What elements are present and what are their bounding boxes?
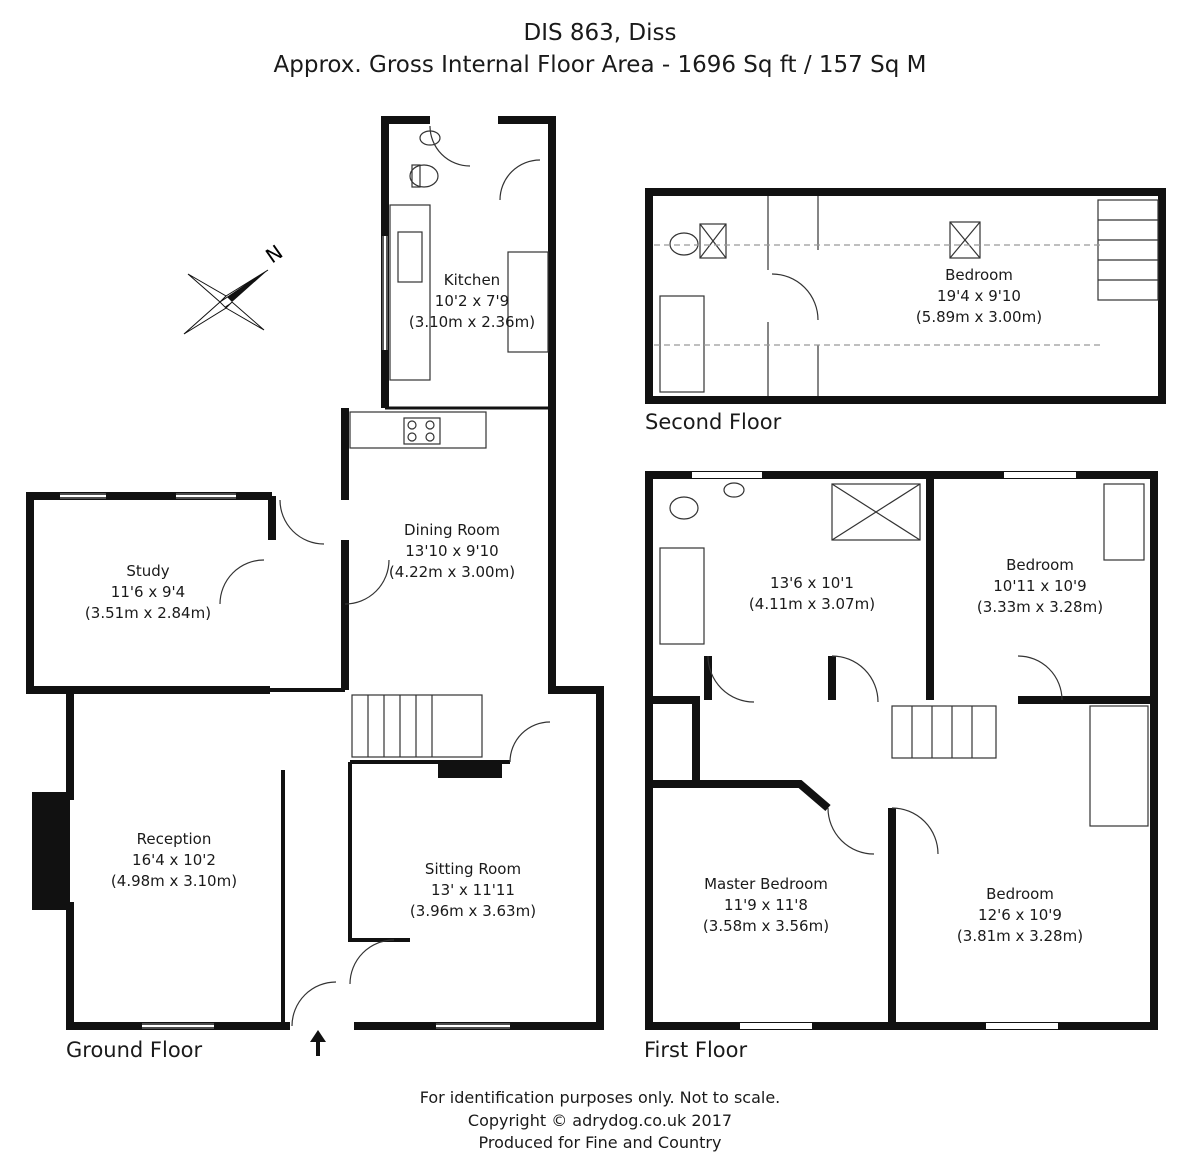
room-reception: Reception 16'4 x 10'2 (4.98m x 3.10m): [111, 829, 237, 892]
room-dining: Dining Room 13'10 x 9'10 (4.22m x 3.00m): [389, 520, 515, 583]
room-name: Bedroom: [986, 885, 1054, 903]
room-metric: (3.58m x 3.56m): [702, 917, 830, 935]
first-floor-walls: [645, 471, 1158, 1030]
footer-produced-for: Produced for Fine and Country: [478, 1133, 722, 1152]
room-imperial: 19'4 x 9'10: [937, 287, 1021, 305]
room-imperial: 10'2 x 7'9: [434, 292, 510, 310]
room-name: Study: [126, 562, 170, 580]
room-imperial: 10'11 x 10'9: [993, 577, 1087, 595]
room-name: Bedroom: [1006, 556, 1074, 574]
plan-title: DIS 863, Diss: [523, 20, 677, 46]
room-name: Dining Room: [404, 521, 500, 539]
room-metric: (4.11m x 3.07m): [748, 595, 876, 613]
room-metric: (3.10m x 2.36m): [408, 313, 536, 331]
room-metric: (3.51m x 2.84m): [84, 604, 212, 622]
room-name: Master Bedroom: [704, 875, 828, 893]
room-second-bedroom: Bedroom 19'4 x 9'10 (5.89m x 3.00m): [916, 265, 1042, 328]
room-imperial: 12'6 x 10'9: [978, 906, 1062, 924]
room-imperial: 13'10 x 9'10: [405, 542, 499, 560]
first-floor-fittings: [659, 472, 1149, 1029]
chimney-breast: [36, 796, 70, 906]
compass-icon: [183, 269, 269, 335]
second-floor-label: Second Floor: [645, 410, 782, 434]
room-bedroom-se: Bedroom 12'6 x 10'9 (3.81m x 3.28m): [957, 884, 1083, 947]
room-imperial: 11'9 x 11'8: [724, 896, 808, 914]
fireplace: [438, 760, 502, 778]
first-floor-label: First Floor: [644, 1038, 748, 1062]
ground-floor-window-lines: [60, 236, 510, 1029]
room-kitchen: Kitchen 10'2 x 7'9 (3.10m x 2.36m): [409, 270, 535, 333]
room-name: Bedroom: [945, 266, 1013, 284]
room-study: Study 11'6 x 9'4 (3.51m x 2.84m): [85, 561, 211, 624]
footer-copyright: Copyright © adrydog.co.uk 2017: [467, 1111, 733, 1130]
ground-floor-label: Ground Floor: [66, 1038, 203, 1062]
room-name: Reception: [136, 830, 212, 848]
room-name: Kitchen: [443, 271, 501, 289]
room-name: Sitting Room: [424, 860, 522, 878]
room-metric: (3.81m x 3.28m): [956, 927, 1084, 945]
room-metric: (5.89m x 3.00m): [915, 308, 1043, 326]
room-imperial: 16'4 x 10'2: [132, 851, 216, 869]
room-metric: (4.22m x 3.00m): [388, 563, 516, 581]
room-imperial: 13' x 11'11: [431, 881, 515, 899]
room-first-bath-bedroom: 13'6 x 10'1 (4.11m x 3.07m): [749, 573, 875, 615]
room-metric: (4.98m x 3.10m): [110, 872, 238, 890]
entrance-arrow-icon: [310, 1030, 326, 1056]
room-imperial: 11'6 x 9'4: [110, 583, 186, 601]
ground-floor-fittings: [60, 125, 551, 1029]
room-metric: (3.33m x 3.28m): [976, 598, 1104, 616]
north-label: N: [261, 240, 287, 268]
room-bedroom-ne: Bedroom 10'11 x 10'9 (3.33m x 3.28m): [977, 555, 1103, 618]
room-master-bedroom: Master Bedroom 11'9 x 11'8 (3.58m x 3.56…: [703, 874, 829, 937]
second-floor-walls: [645, 188, 1166, 404]
room-metric: (3.96m x 3.63m): [409, 902, 537, 920]
gross-area: Approx. Gross Internal Floor Area - 1696…: [273, 52, 927, 78]
room-imperial: 13'6 x 10'1: [770, 574, 854, 592]
room-sitting: Sitting Room 13' x 11'11 (3.96m x 3.63m): [410, 859, 536, 922]
footer-disclaimer: For identification purposes only. Not to…: [419, 1088, 781, 1107]
second-floor-fittings: [654, 196, 1159, 396]
